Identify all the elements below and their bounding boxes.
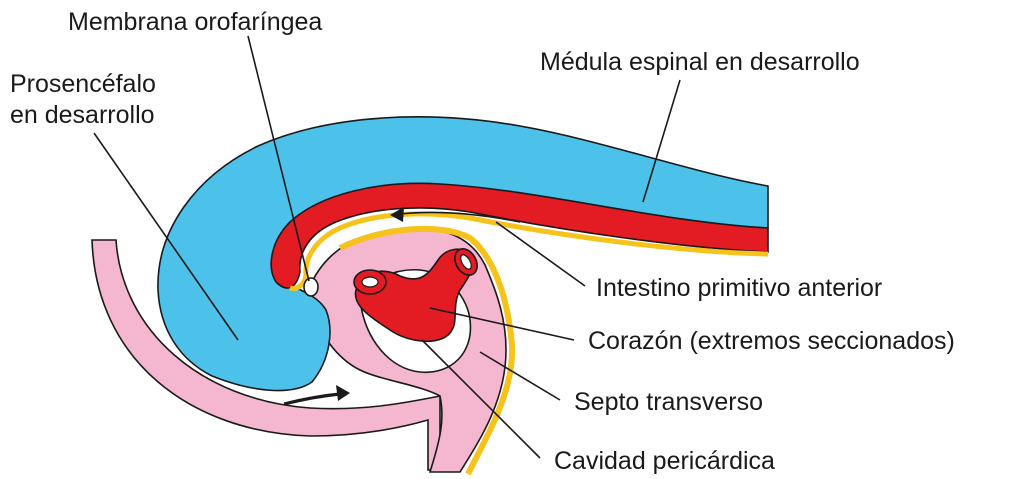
label-septo: Septo transverso: [574, 388, 763, 416]
heart-cut-end-left-lumen: [362, 277, 378, 287]
label-medula: Médula espinal en desarrollo: [540, 48, 860, 76]
label-cavidad: Cavidad pericárdica: [554, 447, 775, 475]
label-prosencefalo-line2: en desarrollo: [10, 101, 155, 129]
label-membrana: Membrana orofaríngea: [68, 8, 322, 36]
label-intestino: Intestino primitivo anterior: [596, 274, 882, 302]
label-corazon: Corazón (extremos seccionados): [588, 327, 955, 355]
label-prosencefalo-line1: Prosencéfalo: [10, 70, 156, 98]
oropharyngeal-membrane: [304, 278, 318, 296]
